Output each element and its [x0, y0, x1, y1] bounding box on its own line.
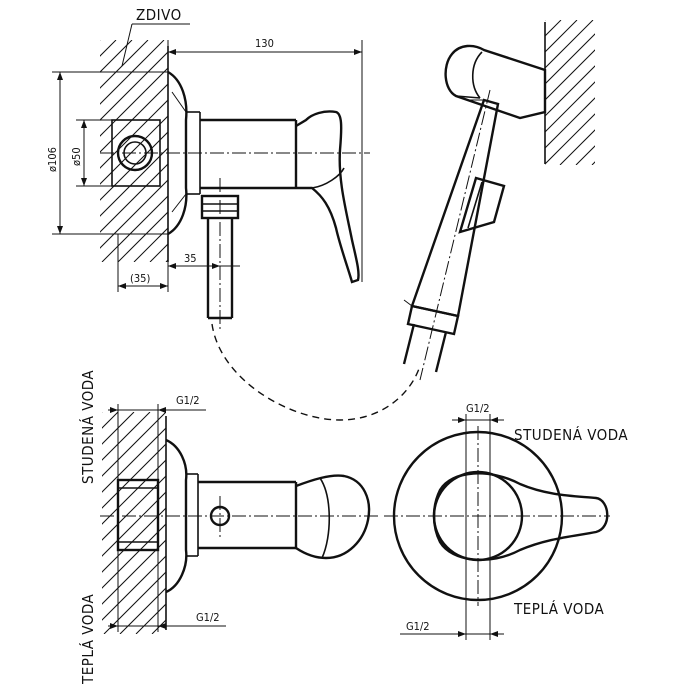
thread-size-side-bottom: G1/2: [196, 611, 220, 624]
hatch-line: [545, 113, 595, 165]
hatch-line: [102, 443, 166, 509]
hatch-line: [103, 571, 166, 634]
thread-size-front-bottom: G1/2: [406, 620, 430, 633]
hatch-line: [100, 51, 168, 121]
hot-water-label-front: TEPLÁ VODA: [513, 599, 604, 618]
inner-diameter-dimension: ø50: [70, 147, 83, 166]
hatch-line: [100, 131, 168, 201]
hatch-line: [545, 20, 594, 69]
hatch-line: [545, 81, 595, 133]
overall-length-dimension: 130: [255, 37, 274, 50]
side-view: [100, 416, 380, 630]
hatch-line: [559, 129, 595, 165]
hatch-line: [102, 555, 166, 621]
hatch-line: [102, 507, 166, 573]
thread-size-front-top: G1/2: [466, 402, 490, 415]
hatch-line: [102, 491, 166, 557]
hatch-line: [100, 40, 165, 105]
hatch-line: [100, 83, 168, 153]
hatch-line: [117, 211, 168, 262]
outlet-offset-dimension: 35: [184, 252, 197, 265]
wall-label: ZDIVO: [136, 6, 182, 24]
hatch-line: [545, 97, 595, 149]
cold-water-label-front: STUDENÁ VODA: [514, 425, 628, 444]
hand-shower-view: [402, 22, 547, 381]
hatch-line: [545, 33, 595, 85]
front-view: [384, 426, 610, 606]
outer-diameter-dimension: ø106: [46, 147, 59, 172]
hatch-line: [100, 147, 168, 217]
hatch-line: [102, 539, 166, 605]
hatch-line: [100, 179, 168, 249]
wall-depth-dimension: (35): [130, 272, 150, 285]
hatch-line: [545, 20, 562, 37]
thread-size-side-top: G1/2: [176, 394, 200, 407]
hatch-line: [102, 459, 166, 525]
cold-water-label-side: STUDENÁ VODA: [78, 370, 97, 484]
hatch-line: [100, 115, 168, 185]
hatch-line: [102, 412, 135, 445]
dimension-lines-front: [400, 414, 504, 640]
hatch-line: [102, 412, 151, 461]
hatch-line: [101, 195, 168, 262]
hatch-line: [545, 65, 595, 117]
dimension-lines-bottom-left: [108, 404, 226, 632]
dimension-lines-top: [52, 23, 363, 292]
hatch-line: [100, 163, 168, 233]
hatch-line: [575, 145, 595, 165]
hatch-line: [100, 67, 168, 137]
hatch-line: [149, 243, 168, 262]
hose-path: [211, 323, 421, 421]
hatch-line: [545, 20, 578, 53]
hatch-line: [102, 412, 166, 477]
side-section-view: [100, 46, 370, 330]
hot-water-label-side: TEPLÁ VODA: [78, 594, 97, 685]
hatch-line: [119, 587, 166, 634]
wall-hatch-right: [545, 20, 595, 165]
hatch-line: [591, 161, 595, 165]
hatch-line: [102, 427, 166, 493]
hatch-line: [545, 49, 595, 101]
hatch-line: [102, 412, 119, 429]
hatch-line: [135, 603, 166, 634]
hatch-line: [100, 40, 149, 89]
hatch-line: [545, 20, 546, 21]
